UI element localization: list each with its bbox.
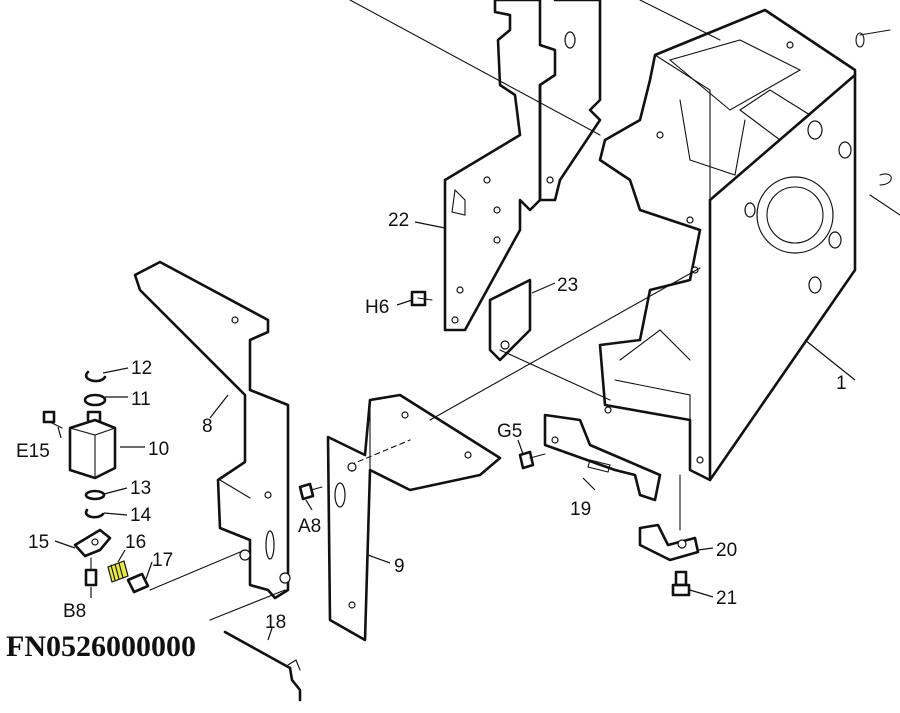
plate-part-23: [488, 278, 532, 362]
leader-lines: [54, 221, 856, 641]
label-part-10: 10: [148, 439, 169, 460]
label-part-8: 8: [202, 416, 213, 437]
pin-part-17: [126, 572, 150, 594]
bracket-part-9: [326, 393, 502, 642]
label-part-15: 15: [28, 532, 49, 553]
rod-part-18: [223, 630, 302, 702]
ring-part-13: [84, 489, 106, 501]
assembly-guide-lines: [149, 0, 721, 621]
clip-part-20: [638, 523, 700, 562]
label-part-18: 18: [265, 612, 286, 633]
callout-labels: 1 8 9 10 11 12 13 14 15 16 17 18 19 20 2…: [16, 210, 847, 633]
clip-ring-part-12: [84, 370, 107, 383]
label-screw-b8: B8: [63, 601, 86, 622]
label-part-9: 9: [394, 556, 405, 577]
block-part-10: [68, 410, 117, 480]
label-part-19: 19: [570, 499, 591, 520]
frame-body-part-1: [598, 8, 900, 482]
label-part-13: 13: [130, 478, 151, 499]
side-plate-part-22: [443, 0, 602, 332]
holder-part-15: [73, 528, 112, 558]
label-screw-a8: A8: [298, 516, 321, 537]
screw-g5: [518, 450, 546, 470]
ring-part-11: [83, 393, 107, 407]
label-part-17: 17: [152, 550, 173, 571]
label-screw-g5: G5: [497, 421, 522, 442]
label-part-1: 1: [836, 373, 847, 394]
label-part-21: 21: [716, 588, 737, 609]
screw-b8: [84, 557, 98, 587]
screw-h6: [410, 290, 433, 307]
label-screw-h6: H6: [365, 297, 389, 318]
label-part-12: 12: [131, 358, 152, 379]
bracket-part-8: [133, 260, 291, 600]
label-part-20: 20: [716, 540, 737, 561]
label-part-14: 14: [130, 505, 152, 526]
screw-a8: [298, 482, 323, 501]
label-part-23: 23: [557, 275, 578, 296]
screw-part-21: [671, 570, 691, 597]
clip-ring-part-14: [84, 508, 105, 519]
figure-code: FN0526000000: [6, 630, 196, 663]
bar-part-19: [543, 413, 662, 502]
label-part-22: 22: [388, 210, 409, 231]
spring-part-16: [107, 560, 129, 583]
label-part-11: 11: [131, 389, 151, 410]
label-part-16: 16: [125, 532, 146, 553]
screw-e15: [42, 410, 63, 429]
label-screw-e15: E15: [16, 441, 50, 462]
